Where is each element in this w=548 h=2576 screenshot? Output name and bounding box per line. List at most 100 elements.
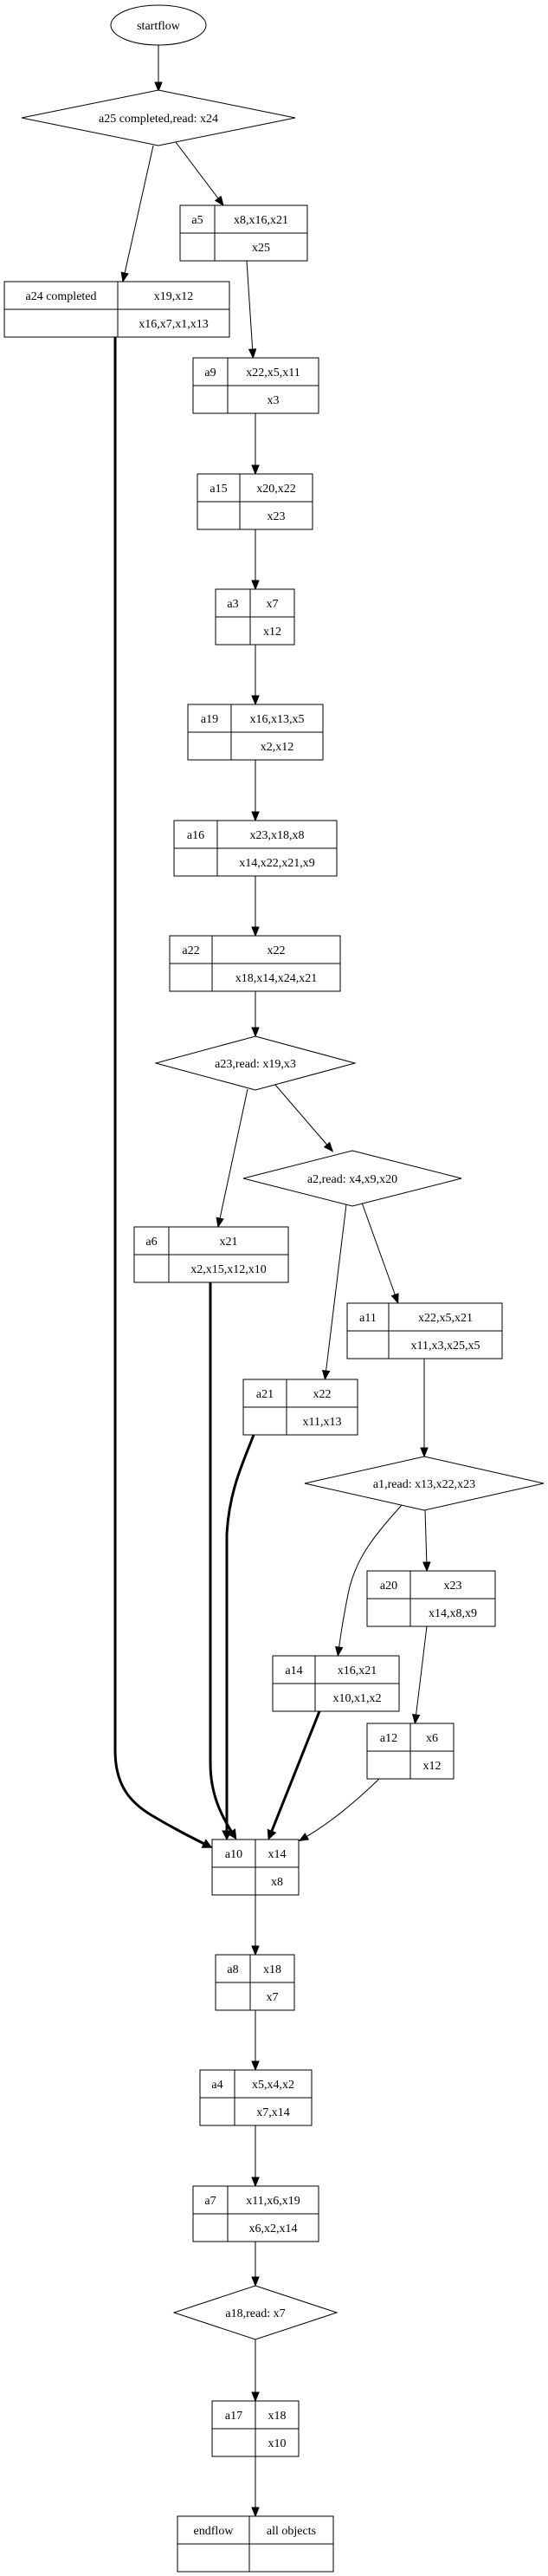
edge-line bbox=[268, 1702, 325, 1836]
output-objects: x21 bbox=[220, 1236, 238, 1249]
edge-a7-to-a18 bbox=[251, 2242, 260, 2287]
activity-name: a3 bbox=[227, 598, 238, 611]
edge-a9-to-a15 bbox=[251, 413, 260, 476]
input-objects: x7,x14 bbox=[256, 2106, 290, 2119]
node-a2[interactable]: a2,read: x4,x9,x20 bbox=[242, 1150, 462, 1207]
input-objects: x10 bbox=[268, 2437, 287, 2450]
output-objects: x22 bbox=[313, 1388, 332, 1401]
edge-a25-to-a24 bbox=[120, 145, 154, 283]
edge-a21-to-a10 bbox=[222, 1434, 255, 1841]
input-objects: x14,x22,x21,x9 bbox=[239, 857, 315, 870]
arrowhead-icon bbox=[201, 1839, 213, 1848]
arrowhead-icon bbox=[251, 1027, 260, 1038]
input-objects: x12 bbox=[263, 626, 281, 639]
arrowhead-icon bbox=[154, 81, 163, 93]
edge-line bbox=[209, 1282, 235, 1836]
decision-label: a1,read: x13,x22,x23 bbox=[373, 1478, 475, 1491]
output-objects: x20,x22 bbox=[256, 483, 296, 496]
node-a9[interactable]: a9 x22,x5,x11 x3 bbox=[192, 357, 319, 414]
node-a18[interactable]: a18,read: x7 bbox=[172, 2285, 338, 2340]
activity-name: a8 bbox=[227, 1963, 238, 1976]
diamond-shape bbox=[172, 2285, 338, 2340]
activity-name: a9 bbox=[204, 367, 216, 380]
edge-line bbox=[325, 1204, 347, 1376]
edge-startflow-to-a25 bbox=[154, 45, 163, 93]
decision-label: a25 completed,read: x24 bbox=[99, 113, 218, 126]
edge-a4-to-a7 bbox=[251, 2125, 260, 2188]
output-objects: x22 bbox=[268, 944, 286, 957]
edge-a25-to-a5 bbox=[175, 141, 224, 207]
edge-a24-to-a10 bbox=[113, 337, 213, 1848]
activity-name: a14 bbox=[285, 1664, 302, 1677]
node-a20[interactable]: a20 x23 x14,x8,x9 bbox=[366, 1570, 496, 1627]
input-objects: x2,x15,x12,x10 bbox=[190, 1263, 267, 1276]
input-objects: x25 bbox=[252, 242, 270, 255]
activity-name: a12 bbox=[380, 1732, 397, 1745]
input-objects: x14,x8,x9 bbox=[429, 1607, 477, 1620]
input-objects: x3 bbox=[268, 394, 280, 407]
node-a25[interactable]: a25 completed,read: x24 bbox=[21, 89, 296, 146]
arrowhead-icon bbox=[214, 195, 224, 207]
diamond-shape bbox=[304, 1456, 545, 1511]
edge-a1-to-a20 bbox=[422, 1509, 431, 1573]
decision-label: a23,read: x19,x3 bbox=[215, 1058, 296, 1071]
arrowhead-icon bbox=[251, 2507, 260, 2518]
arrowhead-icon bbox=[216, 1217, 224, 1229]
output-objects: x11,x6,x19 bbox=[246, 2195, 300, 2208]
input-objects: x8 bbox=[271, 1876, 283, 1889]
arrowhead-icon bbox=[251, 1945, 260, 1956]
arrowhead-icon bbox=[420, 1447, 429, 1458]
input-objects: x2,x12 bbox=[261, 741, 294, 754]
activity-name: a21 bbox=[256, 1388, 274, 1401]
diamond-shape bbox=[21, 89, 296, 146]
edge-line bbox=[246, 260, 254, 354]
arrowhead-icon bbox=[321, 1369, 331, 1381]
arrowhead-icon bbox=[390, 1293, 399, 1304]
edges-layer bbox=[113, 45, 431, 2518]
output-objects: x18 bbox=[263, 1963, 281, 1976]
edge-line bbox=[175, 141, 222, 203]
nodes-layer: startflow a25 completed,read: x24 a5 x8,x16… bbox=[3, 4, 545, 2573]
edge-a14-to-a10 bbox=[267, 1702, 325, 1840]
activity-name: a5 bbox=[191, 214, 203, 227]
input-objects: x18,x14,x24,x21 bbox=[235, 972, 318, 985]
node-a23[interactable]: a23,read: x19,x3 bbox=[154, 1035, 357, 1091]
edge-a5-to-a9 bbox=[246, 260, 257, 360]
edge-line bbox=[361, 1202, 397, 1300]
node-a5[interactable]: a5 x8,x16,x21 x25 bbox=[179, 204, 308, 262]
edge-a19-to-a16 bbox=[251, 760, 260, 822]
output-objects: x22,x5,x11 bbox=[246, 367, 300, 380]
output-objects: x16,x13,x5 bbox=[250, 713, 305, 726]
edge-a22-to-a23 bbox=[251, 991, 260, 1038]
output-objects: x8,x16,x21 bbox=[234, 214, 288, 227]
diamond-shape bbox=[242, 1150, 462, 1207]
activity-name: a6 bbox=[145, 1236, 157, 1249]
node-label: startflow bbox=[137, 20, 181, 33]
activity-name: a20 bbox=[380, 1580, 397, 1593]
node-a6[interactable]: a6 x21 x2,x15,x12,x10 bbox=[133, 1226, 289, 1283]
output-objects: x23 bbox=[444, 1580, 462, 1593]
output-objects: x23,x18,x8 bbox=[250, 829, 305, 842]
edge-a18-to-a17 bbox=[251, 2339, 260, 2403]
node-startflow[interactable]: startflow bbox=[110, 4, 207, 46]
arrowhead-icon bbox=[411, 1713, 421, 1725]
node-a1[interactable]: a1,read: x13,x22,x23 bbox=[304, 1456, 545, 1511]
output-objects: x6 bbox=[426, 1732, 438, 1745]
